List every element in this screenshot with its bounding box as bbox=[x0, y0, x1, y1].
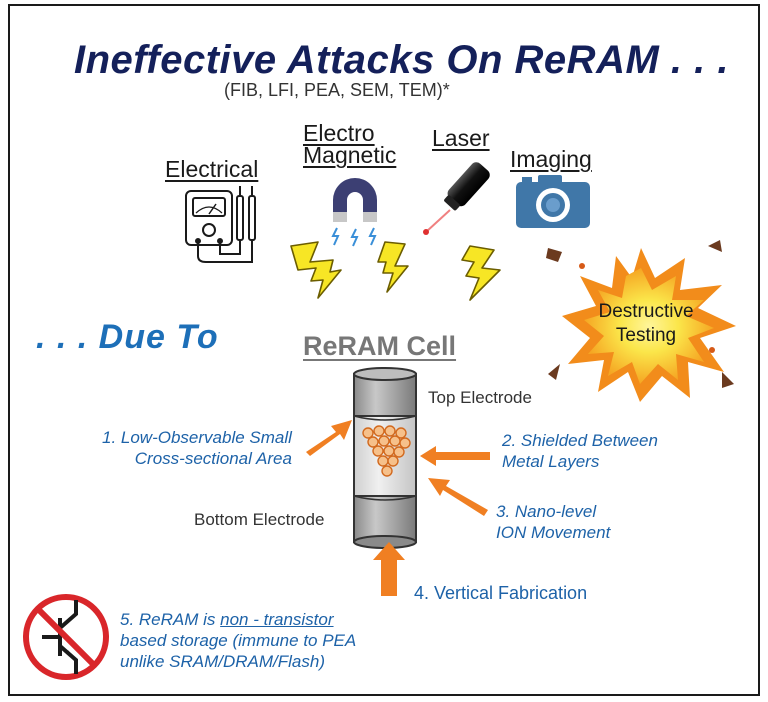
reason-2: 2. Shielded Between Metal Layers bbox=[502, 430, 658, 472]
lightning-bolt-icon bbox=[290, 241, 501, 301]
reason-3-line2: ION Movement bbox=[496, 523, 611, 542]
arrow-reason-4 bbox=[373, 542, 405, 596]
destructive-testing-label: Destructive Testing bbox=[578, 300, 714, 348]
reason-1-line2: Cross-sectional Area bbox=[134, 449, 292, 468]
magnet-icon bbox=[331, 178, 377, 247]
arrow-reason-3 bbox=[428, 478, 488, 516]
arrow-reason-1 bbox=[306, 420, 352, 456]
reram-cell bbox=[353, 367, 417, 549]
page-subtitle: (FIB, LFI, PEA, SEM, TEM)* bbox=[224, 80, 450, 100]
reason-5-underlined: non - transistor bbox=[220, 610, 334, 629]
explosion-icon bbox=[546, 240, 736, 402]
laser-pointer-icon bbox=[423, 162, 490, 235]
attack-label-electromagnetic-line2: Magnetic bbox=[303, 142, 397, 168]
reason-1-line1: 1. Low-Observable Small bbox=[102, 428, 292, 447]
attack-label-electrical: Electrical bbox=[165, 156, 259, 182]
reason-2-line2: Metal Layers bbox=[502, 452, 600, 471]
camera-icon bbox=[516, 175, 590, 228]
reason-5-line2: based storage (immune to PEA bbox=[120, 631, 357, 650]
reason-5-line3: unlike SRAM/DRAM/Flash) bbox=[120, 652, 325, 671]
reason-1: 1. Low-Observable Small Cross-sectional … bbox=[102, 427, 292, 469]
reason-3: 3. Nano-level ION Movement bbox=[496, 501, 610, 543]
attack-label-electromagnetic-line1: Electro bbox=[303, 120, 375, 146]
attack-label-laser: Laser bbox=[432, 125, 490, 151]
bottom-electrode-label: Bottom Electrode bbox=[194, 510, 325, 529]
top-electrode-label: Top Electrode bbox=[428, 388, 532, 407]
destructive-line2: Testing bbox=[615, 325, 677, 346]
reason-3-line1: 3. Nano-level bbox=[496, 502, 597, 521]
multimeter-icon bbox=[185, 186, 256, 263]
reason-5-prefix: 5. ReRAM is bbox=[120, 610, 221, 629]
reram-cell-title: ReRAM Cell bbox=[303, 331, 457, 361]
attack-label-imaging: Imaging bbox=[510, 146, 592, 172]
reason-2-line1: 2. Shielded Between bbox=[502, 431, 658, 450]
due-to-heading: . . . Due To bbox=[36, 318, 219, 356]
attack-label-electromagnetic: Electro Magnetic bbox=[303, 120, 397, 168]
destructive-line1: Destructive bbox=[598, 301, 694, 322]
no-transistor-icon bbox=[23, 594, 109, 680]
reason-5-line1: 5. ReRAM is non - transistor bbox=[120, 609, 356, 630]
reason-5: 5. ReRAM is non - transistor based stora… bbox=[120, 609, 356, 672]
ion-filament bbox=[362, 425, 411, 477]
page-title: Ineffective Attacks On ReRAM . . . bbox=[74, 38, 729, 82]
reason-4: 4. Vertical Fabrication bbox=[414, 583, 588, 603]
arrow-reason-2 bbox=[420, 446, 490, 466]
